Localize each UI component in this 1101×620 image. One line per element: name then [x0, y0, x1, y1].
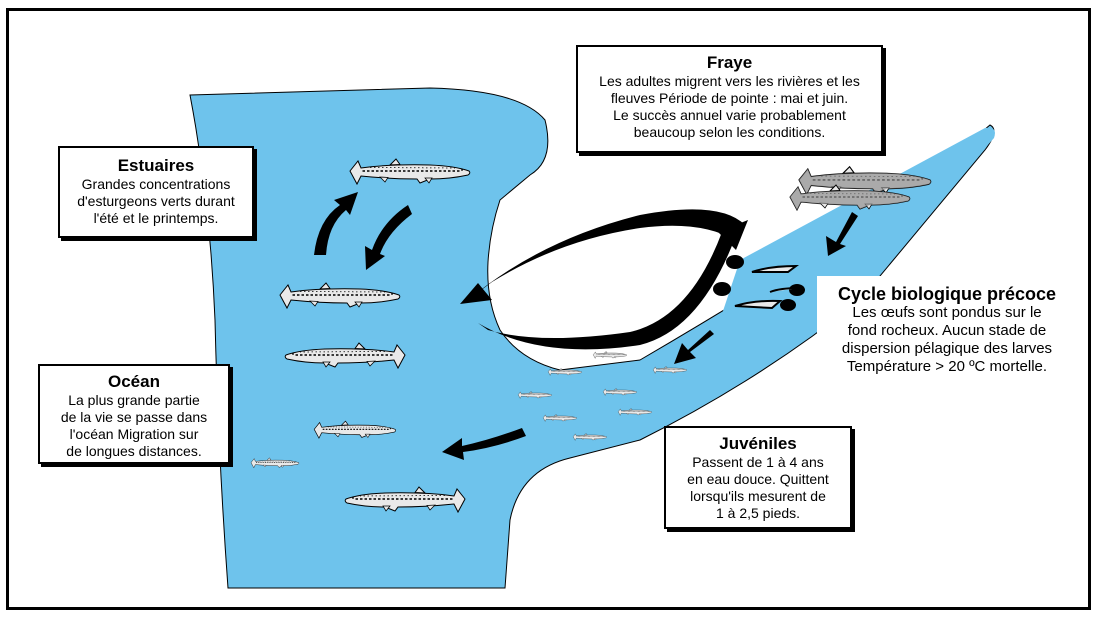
ocean-line-2: de la vie se passe dans [40, 409, 228, 426]
fraye-line-4: beaucoup selon les conditions. [578, 124, 881, 141]
juveniles-line-3: lorsqu'ils mesurent de [666, 488, 850, 505]
cycle-line-1: Les œufs sont pondus sur le [817, 304, 1077, 322]
cycle-line-2: fond rocheux. Aucun stade de [817, 322, 1077, 340]
ocean-line-3: l'océan Migration sur [40, 426, 228, 443]
cycle-label-box: Cycle biologique précoce Les œufs sont p… [817, 276, 1077, 384]
estuaires-title: Estuaires [60, 156, 252, 176]
juveniles-line-4: 1 à 2,5 pieds. [666, 505, 850, 522]
ocean-title: Océan [40, 372, 228, 392]
fraye-title: Fraye [578, 53, 881, 73]
juveniles-title: Juvéniles [666, 434, 850, 454]
cycle-line-3: dispersion pélagique des larves [817, 340, 1077, 358]
fraye-line-2: fleuves Période de pointe : mai et juin. [578, 90, 881, 107]
estuaires-line-1: Grandes concentrations [60, 176, 252, 193]
estuaires-label-box: Estuaires Grandes concentrations d'estur… [58, 146, 254, 238]
juveniles-label-box: Juvéniles Passent de 1 à 4 ans en eau do… [664, 426, 852, 529]
fraye-line-1: Les adultes migrent vers les rivières et… [578, 73, 881, 90]
juveniles-line-1: Passent de 1 à 4 ans [666, 454, 850, 471]
juveniles-line-2: en eau douce. Quittent [666, 471, 850, 488]
ocean-line-4: de longues distances. [40, 443, 228, 460]
cycle-line-4: Température > 20 ºC mortelle. [817, 358, 1077, 376]
ocean-label-box: Océan La plus grande partie de la vie se… [38, 364, 230, 464]
estuaires-line-3: l'été et le printemps. [60, 210, 252, 227]
ocean-line-1: La plus grande partie [40, 392, 228, 409]
juvenile-fish-1 [593, 351, 627, 358]
estuaires-line-2: d'esturgeons verts durant [60, 193, 252, 210]
cycle-title: Cycle biologique précoce [817, 284, 1077, 304]
fraye-line-3: Le succès annuel varie probablement [578, 107, 881, 124]
fraye-label-box: Fraye Les adultes migrent vers les riviè… [576, 45, 883, 153]
